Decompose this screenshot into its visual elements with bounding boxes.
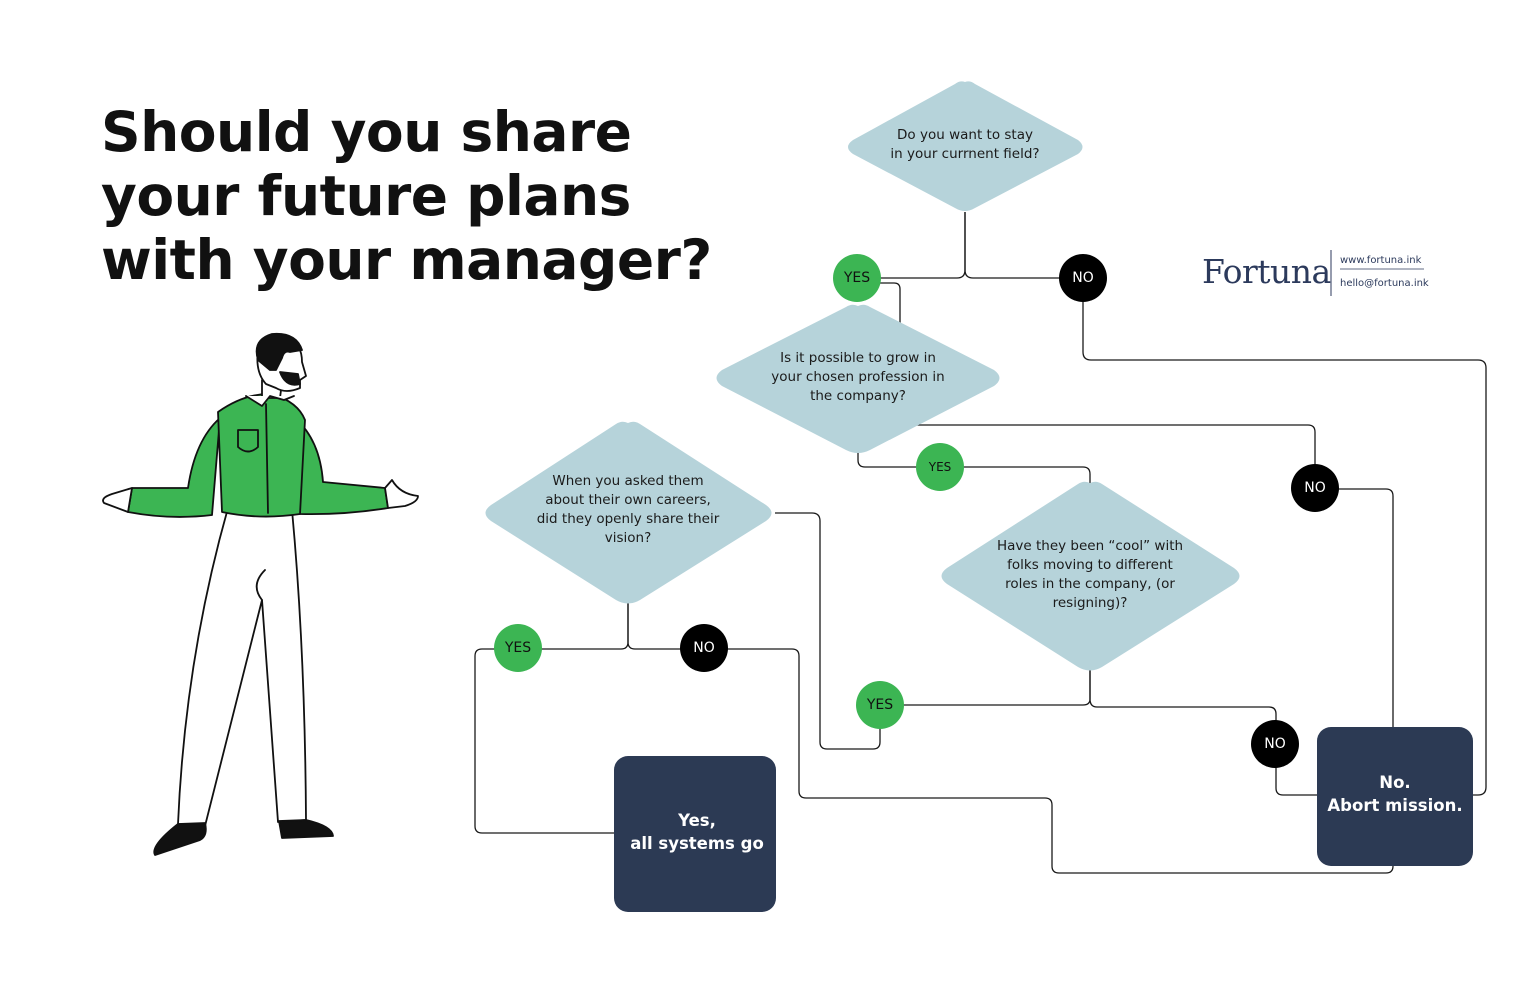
outcome-line: all systems go — [630, 834, 764, 853]
decision-line: in your currnent field? — [890, 146, 1040, 162]
connector-d2-no — [905, 424, 1316, 465]
connector-yes3-go — [474, 648, 614, 834]
yes-label-4: YES — [866, 697, 894, 713]
outcome-go-box — [614, 756, 776, 912]
left-shoe — [153, 822, 207, 856]
shirt — [217, 393, 306, 518]
connector-yes2-d4 — [962, 466, 1091, 483]
connector-d1-yes — [880, 212, 966, 279]
beard — [279, 371, 301, 386]
pocket — [237, 429, 259, 453]
decision-current-field-text: Do you want to stay in your currnent fie… — [845, 126, 1085, 164]
connector-d3-yes — [541, 600, 629, 650]
connector-d3-side — [775, 512, 881, 750]
right-arm — [294, 417, 389, 516]
decision-current-field — [848, 81, 1083, 211]
decision-line: your chosen profession in — [771, 369, 945, 385]
yes-circle-1 — [833, 254, 881, 302]
decision-line: Have they been “cool” with — [996, 538, 1184, 554]
decision-line: When you asked them — [552, 473, 704, 489]
outcome-abort-box — [1317, 727, 1473, 866]
decision-own-careers-text: When you asked them about their own care… — [498, 472, 758, 548]
yes-label-2: YES — [928, 460, 952, 474]
page-title: Should you share your future plans with … — [101, 100, 761, 292]
connector-d4-yes — [903, 670, 1091, 706]
title-line-1: Should you share — [101, 100, 632, 164]
outcome-abort-text: No. Abort mission. — [1317, 771, 1473, 817]
decision-line: about their own careers, — [545, 492, 711, 508]
outcome-line: No. — [1379, 773, 1411, 792]
yes-label-1: YES — [843, 270, 871, 286]
no-circle-4 — [1251, 720, 1299, 768]
decision-line: did they openly share their — [536, 511, 720, 527]
decision-grow-text: Is it possible to grow in your chosen pr… — [728, 349, 988, 406]
no-label-2: NO — [1304, 480, 1326, 496]
connector-no2-abort — [1338, 488, 1394, 727]
decision-line: Is it possible to grow in — [780, 350, 936, 366]
decision-line: Do you want to stay — [897, 127, 1033, 143]
yes-circle-4 — [856, 681, 904, 729]
decision-cool-text: Have they been “cool” with folks moving … — [955, 537, 1225, 613]
decision-own-careers — [485, 421, 772, 604]
outcome-line: Abort mission. — [1327, 796, 1463, 815]
decision-grow — [716, 304, 1000, 453]
decision-line: folks moving to different — [1007, 557, 1173, 573]
yes-label-3: YES — [504, 640, 532, 656]
right-hand — [384, 479, 419, 509]
hair — [255, 332, 303, 371]
connector-d1-no — [964, 212, 1060, 279]
decision-line: resigning)? — [1052, 595, 1128, 611]
brand-website[interactable]: www.fortuna.ink — [1340, 255, 1422, 266]
outcome-line: Yes, — [678, 811, 716, 830]
outcome-go-text: Yes, all systems go — [614, 809, 780, 855]
yes-circle-3 — [494, 624, 542, 672]
right-shoe — [278, 819, 334, 839]
connector-d3-no — [627, 600, 682, 650]
connector-d2-yes — [857, 452, 918, 468]
decision-line: the company? — [810, 388, 906, 404]
connector-d4-no — [1089, 670, 1277, 721]
brand-email[interactable]: hello@fortuna.ink — [1340, 278, 1429, 289]
no-label-3: NO — [693, 640, 715, 656]
title-line-3: with your manager? — [101, 228, 712, 292]
no-label-1: NO — [1072, 270, 1094, 286]
no-circle-2 — [1291, 464, 1339, 512]
connector-no1-abort — [1082, 302, 1487, 796]
left-hand — [102, 487, 133, 513]
title-line-2: your future plans — [101, 164, 631, 228]
yes-circle-2 — [916, 443, 964, 491]
man-illustration — [102, 332, 419, 856]
connector-yes1-d2 — [880, 282, 901, 324]
decision-line: roles in the company, (or — [1005, 576, 1175, 592]
brand-logo: Fortuna — [1202, 252, 1331, 291]
left-arm — [127, 417, 221, 518]
no-label-4: NO — [1264, 736, 1286, 752]
connector-no3-abort — [726, 648, 1394, 874]
no-circle-1 — [1059, 254, 1107, 302]
decision-line: vision? — [604, 530, 652, 546]
no-circle-3 — [680, 624, 728, 672]
connector-no4-abort — [1275, 767, 1317, 796]
decision-cool — [941, 481, 1240, 671]
pants — [177, 507, 307, 827]
